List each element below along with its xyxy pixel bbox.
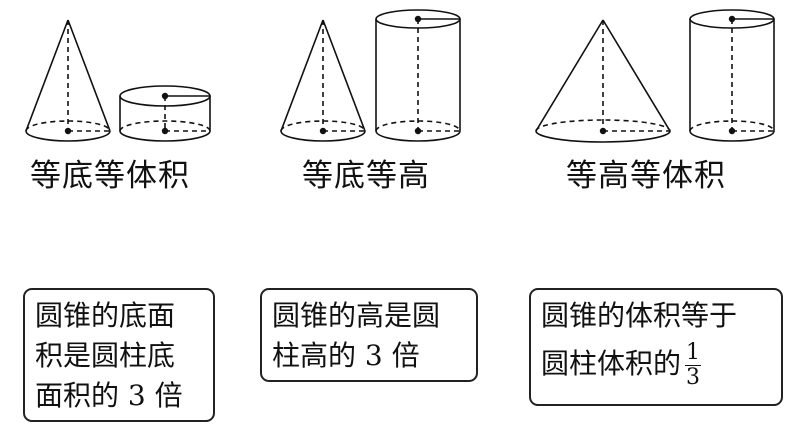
- box2-line2: 柱高的 3 倍: [272, 339, 420, 372]
- box1-line1: 圆锥的底面: [35, 299, 176, 332]
- box1-line3: 面积的 3 倍: [35, 379, 183, 412]
- statement-box-base-area: 圆锥的底面 积是圆柱底 面积的 3 倍: [23, 288, 215, 422]
- cone-3: [535, 19, 671, 143]
- fraction-numerator: 1: [686, 340, 701, 365]
- cylinder-1: [119, 85, 211, 142]
- fraction-denominator: 3: [686, 365, 701, 390]
- caption-equal-base-equal-volume: 等底等体积: [30, 158, 190, 194]
- cylinder-3: [689, 9, 775, 142]
- box1-line2: 积是圆柱底: [35, 339, 176, 372]
- caption-equal-base-equal-height: 等底等高: [302, 158, 430, 194]
- cylinder-2: [375, 9, 461, 142]
- cone-2: [280, 19, 366, 142]
- statement-box-height: 圆锥的高是圆 柱高的 3 倍: [260, 288, 478, 382]
- caption-equal-height-equal-volume: 等高等体积: [566, 158, 726, 194]
- box2-line1: 圆锥的高是圆: [272, 299, 441, 332]
- fraction-bar: [685, 365, 702, 366]
- box3-line1: 圆锥的体积等于: [541, 299, 738, 332]
- cone-1: [25, 19, 111, 142]
- box3-line2: 圆柱体积的: [541, 347, 682, 380]
